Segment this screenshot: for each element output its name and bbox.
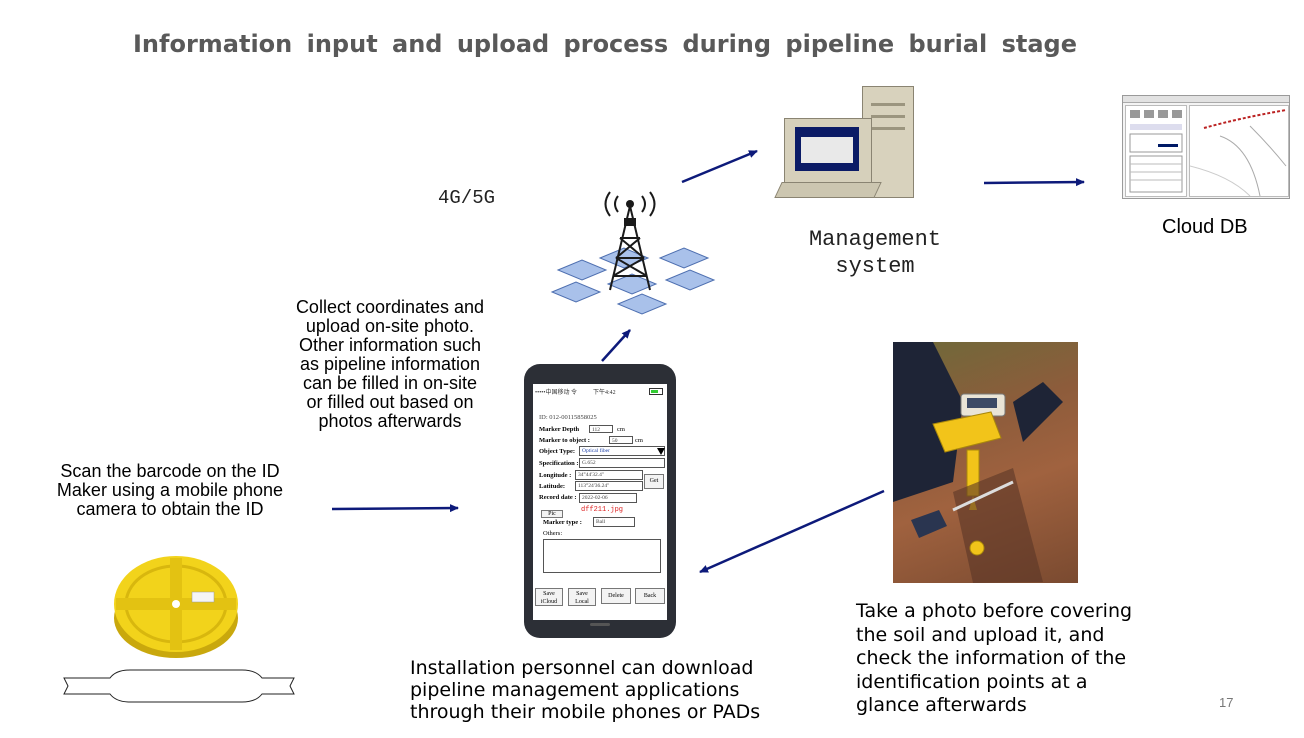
photo-description: Take a photo before covering the soil an… bbox=[856, 600, 1133, 716]
arrow-management-to-cloud bbox=[983, 178, 1085, 187]
cloud-db-screenshot bbox=[1122, 95, 1290, 199]
page-title: Information input and upload process dur… bbox=[133, 30, 1077, 58]
marker-depth-label: Marker Depth bbox=[539, 426, 580, 433]
marker-to-object-label: Marker to object : bbox=[539, 437, 590, 444]
marker-depth-unit: cm bbox=[617, 426, 625, 433]
marker-ball-icon bbox=[114, 556, 238, 658]
cloud-db-label: Cloud DB bbox=[1162, 216, 1248, 238]
get-location-button[interactable]: Get bbox=[644, 474, 664, 489]
collect-description: Collect coordinates and upload on-site p… bbox=[295, 297, 485, 431]
computer-monitor-icon bbox=[784, 118, 872, 184]
specification-input[interactable]: G.652 bbox=[579, 458, 665, 468]
latitude-label: Latitude: bbox=[539, 483, 565, 490]
phone-home-indicator bbox=[590, 623, 610, 626]
longitude-input[interactable]: 34°44'32.4" bbox=[575, 470, 643, 480]
others-textarea[interactable] bbox=[543, 539, 661, 573]
pic-button[interactable]: Pic bbox=[541, 510, 563, 518]
status-carrier: •••••中国移动 令 bbox=[535, 390, 578, 396]
longitude-label: Longitude : bbox=[539, 472, 572, 479]
marker-depth-input[interactable]: 112 bbox=[589, 425, 613, 433]
id-value: 012-00115858025 bbox=[549, 414, 597, 421]
record-date-label: Record date : bbox=[539, 494, 577, 501]
marker-type-label: Marker type : bbox=[543, 519, 582, 526]
network-label: 4G/5G bbox=[438, 187, 496, 209]
status-time: 下午4:42 bbox=[593, 390, 616, 396]
object-type-select[interactable]: Optical fiber bbox=[579, 446, 665, 456]
specification-label: Specification : bbox=[539, 460, 579, 467]
pic-filename: dff211.jpg bbox=[581, 506, 624, 514]
save-local-button[interactable]: Save Local bbox=[568, 588, 596, 606]
marker-to-object-unit: cm bbox=[635, 437, 643, 444]
management-system-label: Management system bbox=[808, 227, 942, 279]
marker-type-input[interactable]: Ball bbox=[593, 517, 635, 527]
page-number: 17 bbox=[1219, 695, 1234, 710]
record-date-input[interactable]: 2022-02-06 bbox=[579, 493, 637, 503]
site-photo bbox=[893, 342, 1078, 583]
arrow-phone-to-tower bbox=[601, 329, 631, 362]
installation-description: Installation personnel can download pipe… bbox=[410, 657, 761, 723]
keyboard-icon bbox=[774, 182, 882, 198]
battery-icon bbox=[649, 388, 663, 395]
phone-status-bar: •••••中国移动 令 下午4:42 bbox=[535, 387, 665, 396]
arrow-scan-to-phone bbox=[331, 504, 459, 513]
back-button[interactable]: Back bbox=[635, 588, 665, 604]
id-row: ID: 012-00115858025 bbox=[539, 414, 597, 421]
save-icloud-button[interactable]: Save iCloud bbox=[535, 588, 563, 606]
arrow-tower-to-management bbox=[681, 149, 758, 184]
scan-description: Scan the barcode on the ID Maker using a… bbox=[56, 461, 284, 519]
cell-tower-icon bbox=[550, 191, 716, 315]
arrow-photo-to-phone bbox=[699, 489, 885, 574]
pipeline-icon bbox=[63, 669, 295, 703]
others-label: Others: bbox=[543, 530, 563, 537]
chevron-down-icon bbox=[657, 448, 665, 455]
object-type-label: Object Type: bbox=[539, 448, 576, 455]
latitude-input[interactable]: 113°24'36.24" bbox=[575, 481, 643, 491]
phone-screen: •••••中国移动 令 下午4:42 ID: 012-00115858025 M… bbox=[533, 384, 667, 620]
marker-to-object-input[interactable]: 50 bbox=[609, 436, 633, 444]
delete-button[interactable]: Delete bbox=[601, 588, 631, 604]
mobile-phone: •••••中国移动 令 下午4:42 ID: 012-00115858025 M… bbox=[524, 364, 676, 638]
